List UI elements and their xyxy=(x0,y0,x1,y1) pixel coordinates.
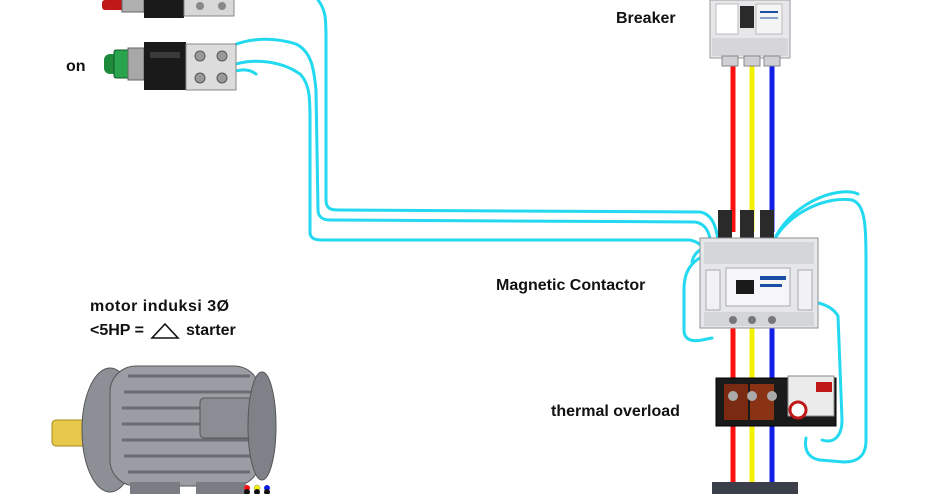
thermal-overload xyxy=(715,375,837,427)
magnetic-contactor-label: Magnetic Contactor xyxy=(496,277,646,294)
on-button-label: on xyxy=(66,58,86,75)
phase-wires-upper xyxy=(730,62,775,232)
three-phase-motor xyxy=(51,365,277,494)
motor-type-label: motor induksi 3Ø xyxy=(90,298,230,315)
phase-wires-lower xyxy=(730,420,775,494)
motor-starter-label: <5HP = starter xyxy=(90,322,236,340)
control-wire-4 xyxy=(220,59,708,258)
control-wire-9 xyxy=(682,250,714,343)
control-wire-6 xyxy=(770,197,868,464)
motor-hp-text: <5HP = xyxy=(90,322,144,339)
motor-starter-text: starter xyxy=(185,322,236,339)
delta-icon xyxy=(150,322,180,339)
thermal-overload-label: thermal overload xyxy=(551,403,680,420)
control-wire-3 xyxy=(220,37,714,250)
magnetic-contactor xyxy=(699,210,819,329)
control-wire-7 xyxy=(774,190,860,238)
control-wires xyxy=(194,0,868,464)
push-button-on xyxy=(104,42,237,91)
breaker-label: Breaker xyxy=(616,10,676,27)
breaker xyxy=(709,0,791,67)
control-wire-1 xyxy=(316,0,720,242)
push-button-stop xyxy=(102,0,235,18)
terminal-block xyxy=(712,482,798,494)
